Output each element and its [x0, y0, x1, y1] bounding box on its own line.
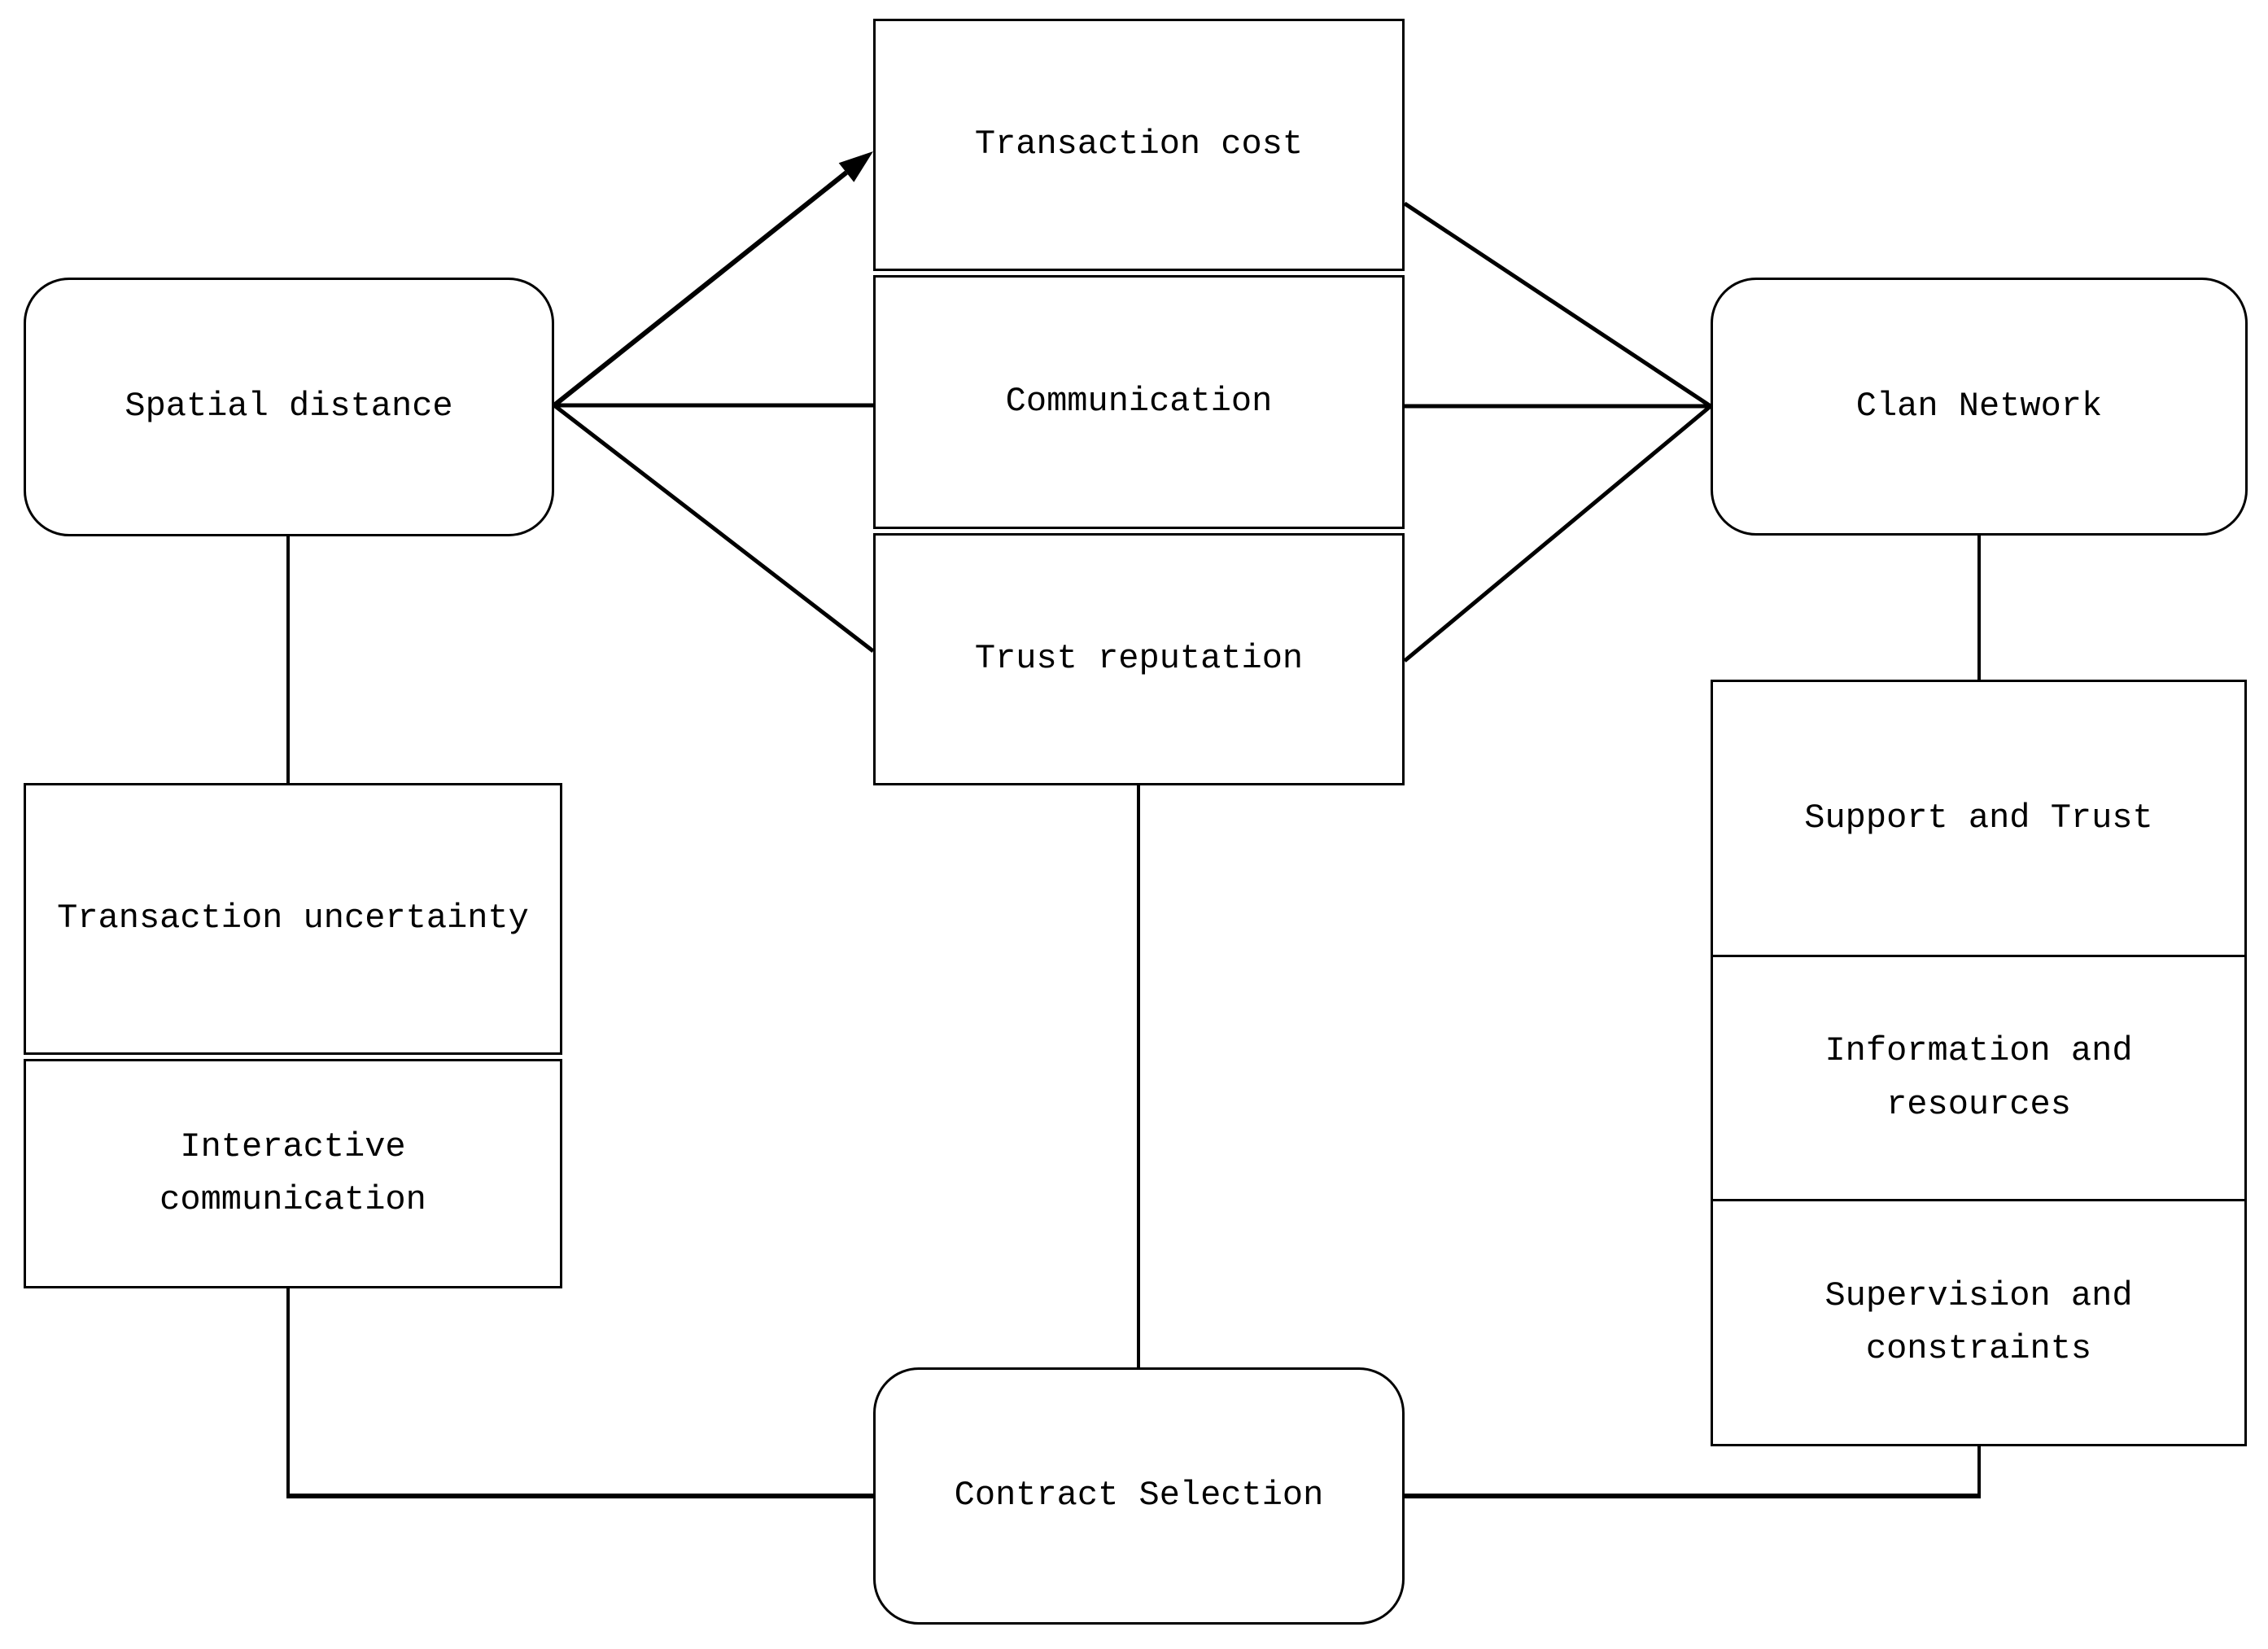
node-information-and-resources: Information and resources [1713, 955, 2244, 1199]
node-interactive-communication-label: Interactive communication [160, 1126, 426, 1219]
node-trust-reputation-label: Trust reputation [974, 639, 1304, 679]
node-clan-network: Clan Network [1711, 278, 2248, 536]
edge-transaction-cost-to-clan [1403, 201, 1712, 409]
node-information-and-resources-label: Information and resources [1824, 1031, 2133, 1124]
node-support-and-trust-label: Support and Trust [1804, 798, 2153, 838]
node-contract-selection-label: Contract Selection [954, 1476, 1324, 1516]
node-clan-network-label: Clan Network [1855, 386, 2103, 426]
edge-trust-reputation-to-clan [1403, 405, 1712, 663]
node-interactive-communication: Interactive communication [24, 1059, 562, 1288]
node-trust-reputation: Trust reputation [873, 533, 1405, 785]
node-spatial-distance-label: Spatial distance [125, 387, 453, 426]
node-spatial-distance: Spatial distance [24, 278, 554, 536]
right-stack: Support and Trust Information and resour… [1711, 680, 2247, 1446]
node-transaction-cost-label: Transaction cost [974, 125, 1304, 164]
arrowhead-transaction-cost [838, 151, 873, 182]
node-communication-label: Communication [1005, 382, 1273, 422]
node-communication: Communication [873, 275, 1405, 529]
node-transaction-cost: Transaction cost [873, 19, 1405, 271]
edge-spatial-to-transaction-cost [553, 170, 848, 408]
node-transaction-uncertainty-label: Transaction uncertainty [57, 899, 529, 938]
node-supervision-and-constraints: Supervision and constraints [1713, 1199, 2244, 1444]
node-contract-selection: Contract Selection [873, 1367, 1405, 1625]
node-supervision-and-constraints-label: Supervision and constraints [1824, 1275, 2133, 1368]
node-support-and-trust: Support and Trust [1713, 682, 2244, 955]
node-transaction-uncertainty: Transaction uncertainty [24, 783, 562, 1055]
edge-spatial-to-trust-reputation [553, 404, 875, 653]
